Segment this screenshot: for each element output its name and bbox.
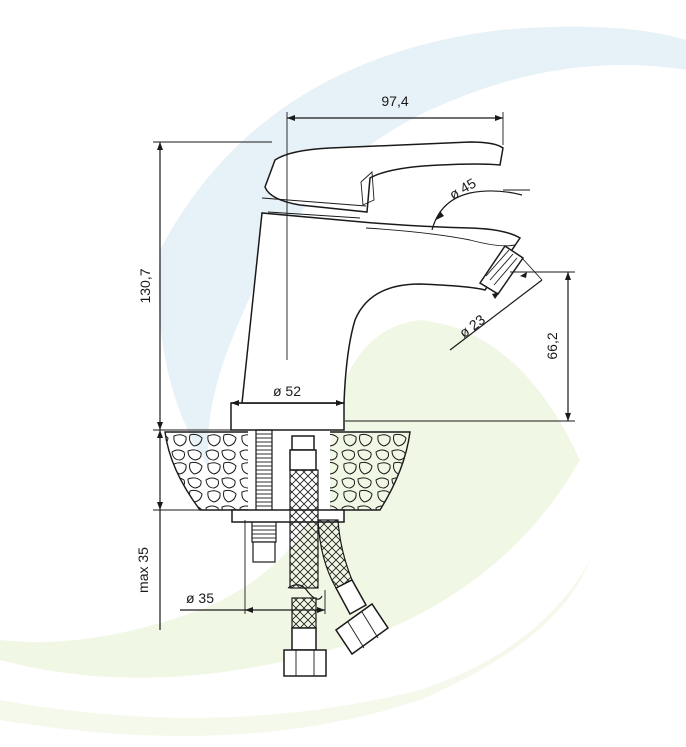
dimension-max-thickness: max 35 — [135, 430, 232, 630]
aerator — [478, 244, 525, 296]
dimension-reach: 97,4 — [286, 93, 504, 360]
dimension-label-total-height: 130,7 — [137, 268, 153, 303]
dimension-label-max-thickness: max 35 — [135, 547, 151, 593]
flexible-hose-left — [283, 435, 327, 677]
dimension-hole: ø 35 — [180, 520, 326, 614]
dimension-label-hole: ø 35 — [186, 590, 214, 606]
background-swoosh — [0, 26, 686, 736]
lever-handle — [261, 141, 504, 219]
dimension-total-height: 130,7 — [137, 141, 272, 431]
dimension-label-reach: 97,4 — [381, 93, 408, 109]
threaded-stud — [251, 429, 277, 563]
flexible-hose-right — [317, 519, 390, 656]
spout-contour — [365, 227, 516, 247]
dimension-spout-height: 66,2 — [345, 271, 575, 422]
countertop-section — [164, 430, 411, 512]
faucet-body — [241, 212, 522, 404]
base-plate — [230, 402, 345, 431]
dimension-label-base: ø 52 — [273, 383, 301, 399]
dimension-base: ø 52 — [231, 383, 344, 406]
dimension-label-angle: ø 45 — [446, 175, 478, 203]
dimension-label-spout-height: 66,2 — [544, 332, 560, 359]
dimension-angle: ø 45 — [431, 175, 530, 231]
